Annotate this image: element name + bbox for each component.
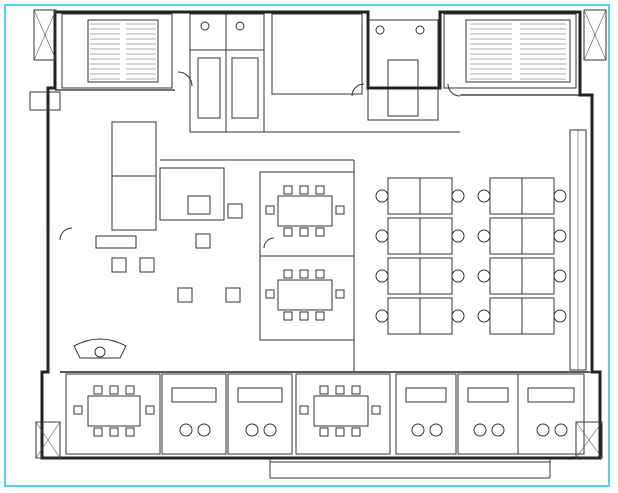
chair xyxy=(299,405,309,415)
chair xyxy=(93,385,103,395)
chair xyxy=(375,309,389,323)
chair xyxy=(553,309,567,323)
chair xyxy=(375,189,389,203)
cabin-desk xyxy=(405,387,447,403)
chair xyxy=(451,309,465,323)
cabin xyxy=(161,373,227,455)
cabin-desk xyxy=(237,387,283,403)
chair xyxy=(319,427,329,437)
chair xyxy=(265,289,275,299)
chair xyxy=(536,423,550,437)
chair xyxy=(375,229,389,243)
chair xyxy=(554,423,568,437)
chair xyxy=(93,427,103,437)
chair xyxy=(145,405,155,415)
chair xyxy=(477,229,491,243)
chair xyxy=(553,269,567,283)
cabin xyxy=(395,373,457,455)
chair xyxy=(283,227,293,237)
chair xyxy=(553,189,567,203)
chair xyxy=(283,311,293,321)
chair xyxy=(299,311,309,321)
chair xyxy=(411,423,425,437)
cabin-desk xyxy=(171,387,217,403)
chair xyxy=(125,385,135,395)
workstation-clusters xyxy=(375,177,567,335)
chair xyxy=(477,189,491,203)
window-strip xyxy=(569,129,587,371)
chair xyxy=(451,229,465,243)
chair xyxy=(73,405,83,415)
chair xyxy=(451,189,465,203)
chair xyxy=(553,229,567,243)
partitions xyxy=(47,131,460,372)
toilet-block xyxy=(189,13,439,133)
chair xyxy=(109,427,119,437)
chair xyxy=(265,205,275,215)
cabin xyxy=(227,373,293,455)
chair xyxy=(473,423,487,437)
stairwell-left xyxy=(61,13,173,89)
chair xyxy=(371,405,381,415)
cabin xyxy=(457,373,519,455)
cabin-desk xyxy=(467,387,509,403)
cabin xyxy=(517,373,585,455)
chair xyxy=(351,385,361,395)
chair xyxy=(477,269,491,283)
chair xyxy=(315,185,325,195)
chair xyxy=(477,309,491,323)
bottom-rooms xyxy=(60,371,590,479)
chair xyxy=(283,269,293,279)
chair xyxy=(299,227,309,237)
chair xyxy=(283,185,293,195)
chair xyxy=(335,385,345,395)
chair xyxy=(315,227,325,237)
doors xyxy=(59,71,461,249)
chair xyxy=(299,185,309,195)
reception-area xyxy=(29,91,243,359)
chair xyxy=(197,423,211,437)
chair xyxy=(335,427,345,437)
chair xyxy=(351,427,361,437)
chair xyxy=(109,385,119,395)
chair xyxy=(315,269,325,279)
chair xyxy=(319,385,329,395)
chair xyxy=(335,289,345,299)
chair xyxy=(451,269,465,283)
corner-columns xyxy=(33,9,607,459)
chair xyxy=(491,423,505,437)
cabin-desk xyxy=(527,387,575,403)
chair xyxy=(375,269,389,283)
stairwell-right xyxy=(443,13,577,89)
chair xyxy=(299,269,309,279)
chair xyxy=(335,205,345,215)
chair xyxy=(179,423,193,437)
chair xyxy=(125,427,135,437)
chair xyxy=(263,423,277,437)
conference-rooms xyxy=(259,171,355,341)
outer-walls xyxy=(40,10,602,460)
chair xyxy=(315,311,325,321)
chair xyxy=(245,423,259,437)
chair xyxy=(429,423,443,437)
